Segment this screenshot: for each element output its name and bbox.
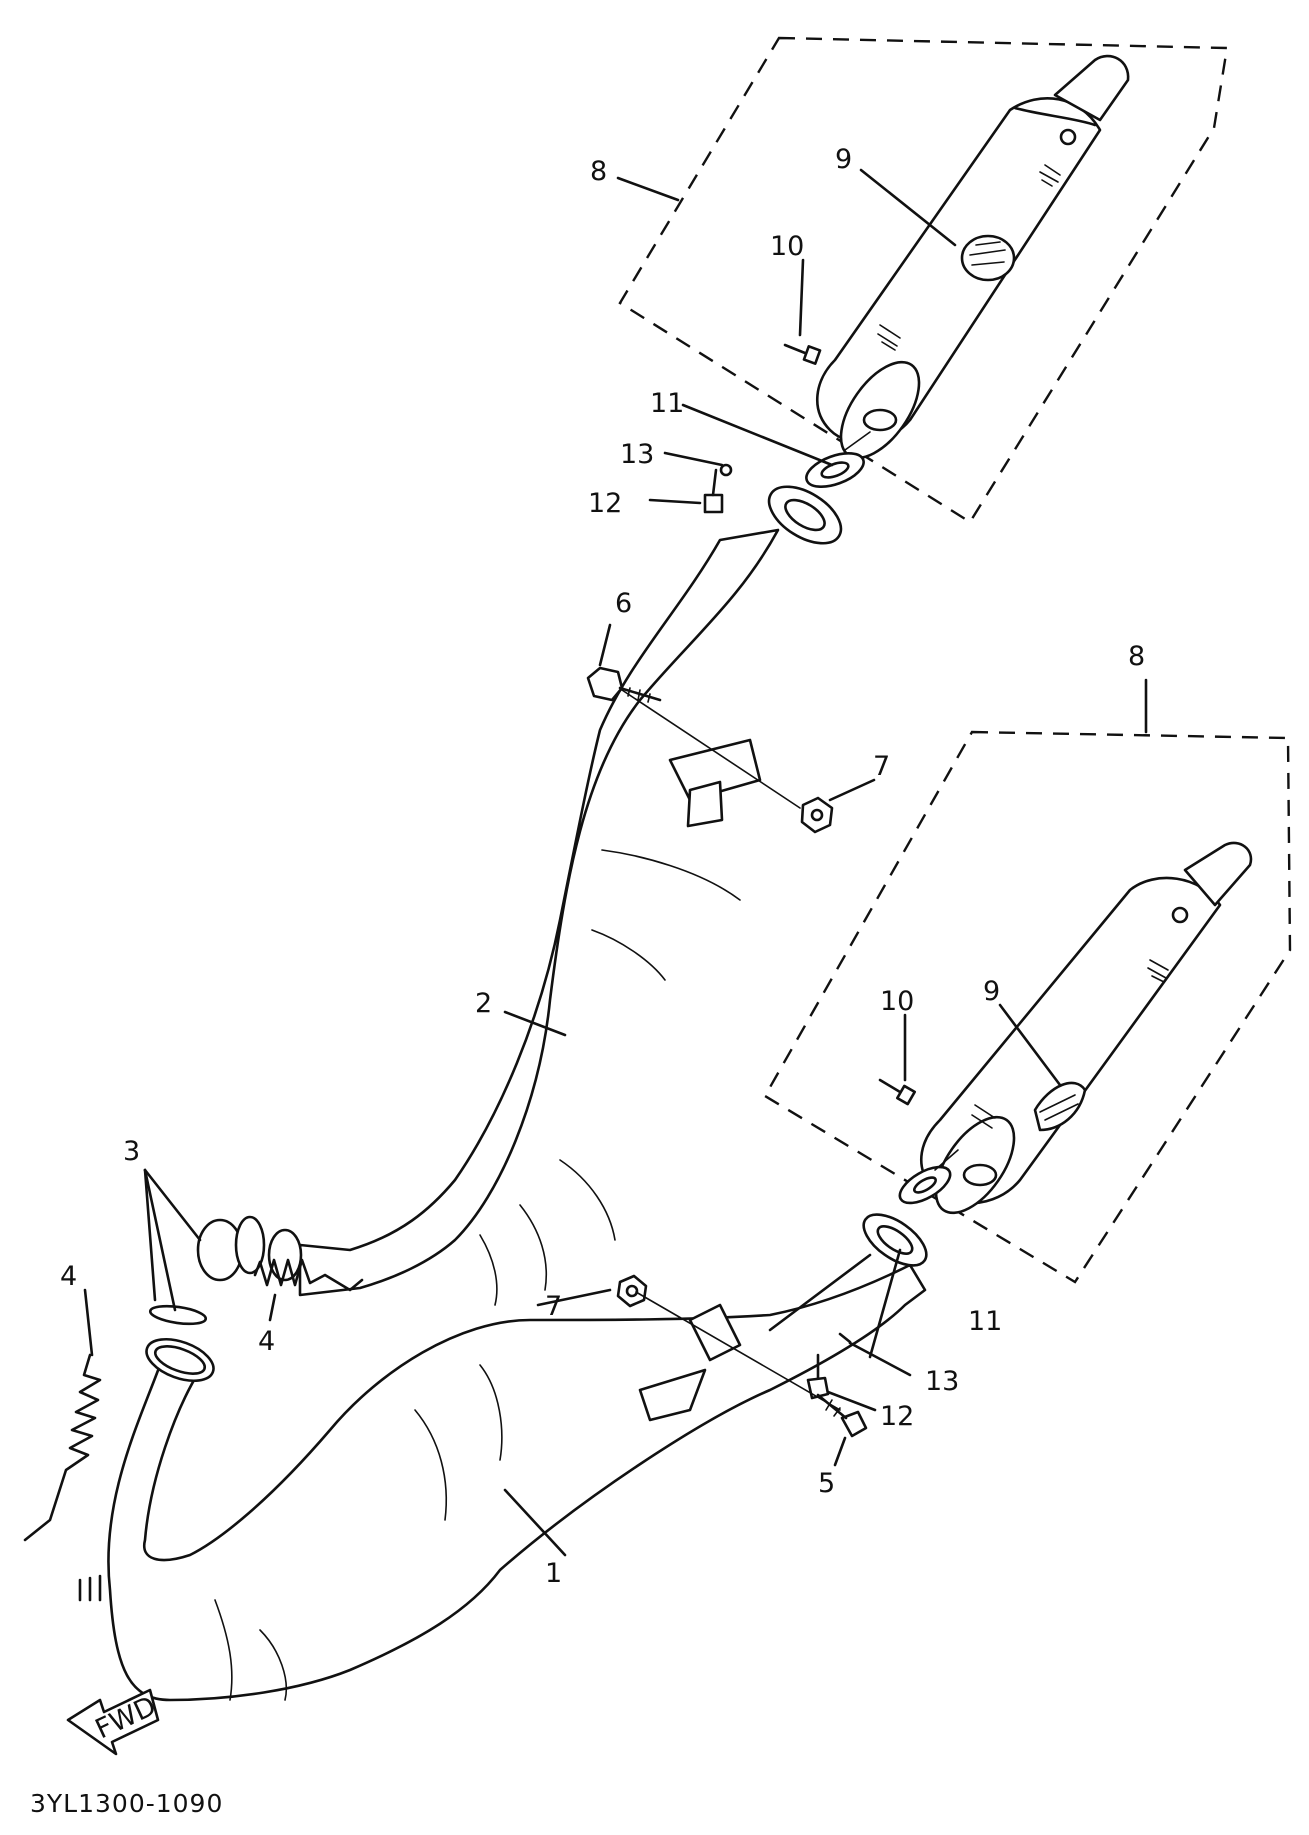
callout-7-lower: 7 bbox=[545, 1291, 562, 1322]
callout-9-upper: 9 bbox=[835, 144, 852, 175]
muffler-kit-box-lower bbox=[763, 730, 1292, 1284]
muffler-kit-box-upper bbox=[618, 36, 1229, 524]
callout-13-upper: 13 bbox=[620, 439, 654, 470]
callout-8-upper: 8 bbox=[590, 156, 607, 187]
callout-9-lower: 9 bbox=[983, 976, 1000, 1007]
muffler-upper bbox=[783, 54, 1130, 460]
exhaust-pipe-2 bbox=[298, 485, 843, 1306]
part-code: 3YL1300-1090 bbox=[30, 1789, 223, 1818]
fwd-label: FWD bbox=[91, 1691, 161, 1746]
fwd-arrow: FWD bbox=[66, 1688, 161, 1756]
callout-7-upper: 7 bbox=[873, 751, 890, 782]
callout-10-upper: 10 bbox=[770, 231, 804, 262]
callout-10-lower: 10 bbox=[880, 986, 914, 1017]
callout-2: 2 bbox=[475, 988, 492, 1019]
callout-4-left: 4 bbox=[60, 1261, 77, 1292]
callout-13-lower: 13 bbox=[925, 1366, 959, 1397]
nut-7-lower bbox=[616, 1274, 648, 1308]
bolt-6 bbox=[586, 666, 662, 703]
callout-1: 1 bbox=[545, 1558, 562, 1589]
gasket-11-lower bbox=[898, 1165, 952, 1205]
gasket-rings-3 bbox=[148, 1215, 303, 1326]
gasket-11-upper bbox=[805, 452, 865, 488]
callout-8-lower: 8 bbox=[1128, 641, 1145, 672]
callout-11-lower: 11 bbox=[968, 1306, 1002, 1337]
muffler-lower bbox=[878, 841, 1253, 1215]
callout-3: 3 bbox=[123, 1136, 140, 1167]
bolt-12-lower bbox=[806, 1353, 830, 1400]
callout-12-lower: 12 bbox=[880, 1401, 914, 1432]
spring-4-lower bbox=[23, 1353, 102, 1542]
exhaust-pipe-1 bbox=[78, 1213, 928, 1702]
washer-13-upper bbox=[719, 463, 733, 477]
nut-7-upper bbox=[800, 796, 834, 834]
callout-4-center: 4 bbox=[258, 1326, 275, 1357]
washer-13-lower bbox=[838, 1332, 852, 1344]
callout-6: 6 bbox=[615, 588, 632, 619]
callout-12-upper: 12 bbox=[588, 488, 622, 519]
callout-11-upper: 11 bbox=[650, 388, 684, 419]
callout-5: 5 bbox=[818, 1468, 835, 1499]
bolt-12-upper bbox=[703, 468, 724, 514]
spring-4-upper bbox=[253, 1258, 364, 1292]
